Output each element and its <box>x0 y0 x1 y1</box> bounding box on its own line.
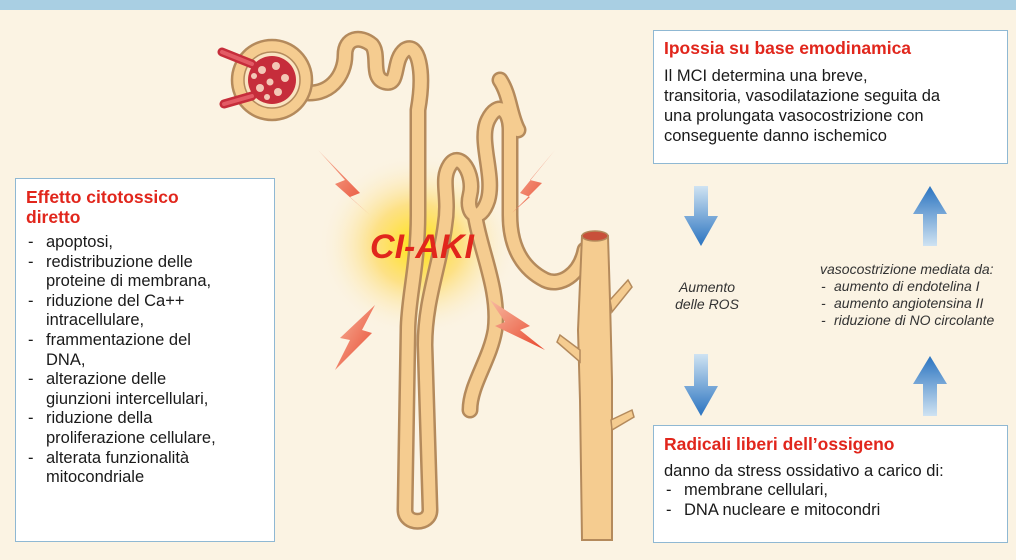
cytotoxic-effects-list: apoptosi, redistribuzione delleproteine … <box>26 233 264 488</box>
vasoconstriction-heading: vasocostrizione mediata da: <box>820 261 1016 278</box>
free-radicals-title: Radicali liberi dell’ossigeno <box>664 434 997 454</box>
hypoxia-box: Ipossia su base emodinamica Il MCI deter… <box>653 30 1008 164</box>
cytotoxic-title: Effetto citotossico diretto <box>26 187 264 227</box>
arrow-up-icon <box>913 356 947 416</box>
cytotoxic-effect-box: Effetto citotossico diretto apoptosi, re… <box>15 178 275 542</box>
ros-increase-label: Aumento delle ROS <box>666 279 748 313</box>
free-radicals-list: membrane cellulari, DNA nucleare e mitoc… <box>664 481 997 520</box>
free-radicals-intro: danno da stress ossidativo a carico di: <box>664 461 997 481</box>
list-item: DNA nucleare e mitocondri <box>664 501 997 521</box>
hypoxia-title: Ipossia su base emodinamica <box>664 38 997 58</box>
arrow-up-icon <box>913 186 947 246</box>
center-label: CI-AKI <box>370 228 475 266</box>
hypoxia-text: Il MCI determina una breve, transitoria,… <box>664 66 997 146</box>
vasoconstriction-label: vasocostrizione mediata da: aumento di e… <box>820 261 1016 329</box>
list-item: membrane cellulari, <box>664 481 997 501</box>
arrow-down-icon <box>684 354 718 416</box>
list-item: apoptosi, <box>26 233 264 253</box>
list-item: aumento di endotelina I <box>820 278 1016 295</box>
arrow-down-icon <box>684 186 718 246</box>
glomerulus <box>222 40 312 120</box>
list-item: aumento angiotensina II <box>820 295 1016 312</box>
list-item: riduzione di NO circolante <box>820 312 1016 329</box>
vasoconstriction-list: aumento di endotelina I aumento angioten… <box>820 278 1016 329</box>
free-radicals-box: Radicali liberi dell’ossigeno danno da s… <box>653 425 1008 543</box>
list-item: riduzione del Ca++intracellulare, <box>26 292 264 331</box>
